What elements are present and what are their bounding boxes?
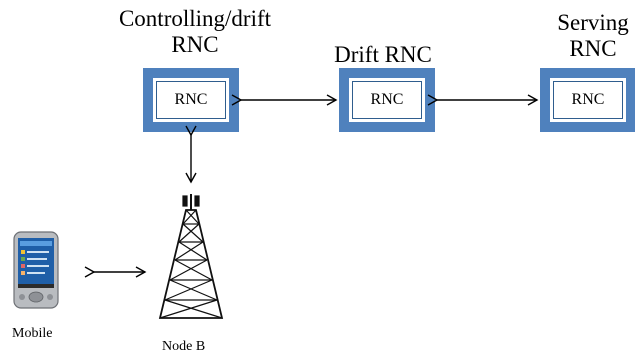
serving-rnc-node: RNC	[540, 68, 635, 132]
serving-rnc-text: RNC	[553, 81, 623, 119]
drift-rnc-label: Drift RNC	[334, 42, 432, 67]
mobile-device-icon	[13, 231, 59, 309]
cell-tower-icon	[158, 194, 224, 319]
controlling-rnc-label-line2: RNC	[171, 32, 219, 57]
controlling-rnc-inner: RNC	[151, 76, 231, 124]
controlling-rnc-node: RNC	[143, 68, 239, 132]
node-b-label: Node B	[162, 339, 206, 354]
drift-rnc-inner: RNC	[347, 76, 427, 124]
serving-rnc-label-line1: Serving	[557, 10, 629, 35]
serving-rnc-label: Serving RNC	[548, 10, 635, 62]
drift-rnc-text: RNC	[352, 81, 422, 119]
mobile-label: Mobile	[12, 326, 53, 341]
serving-rnc-label-line2: RNC	[569, 36, 617, 61]
controlling-rnc-label: Controlling/drift RNC	[100, 6, 290, 58]
controlling-rnc-text: RNC	[156, 81, 226, 119]
controlling-rnc-label-line1: Controlling/drift	[118, 6, 272, 31]
drift-rnc-node: RNC	[339, 68, 435, 132]
serving-rnc-inner: RNC	[548, 76, 628, 124]
